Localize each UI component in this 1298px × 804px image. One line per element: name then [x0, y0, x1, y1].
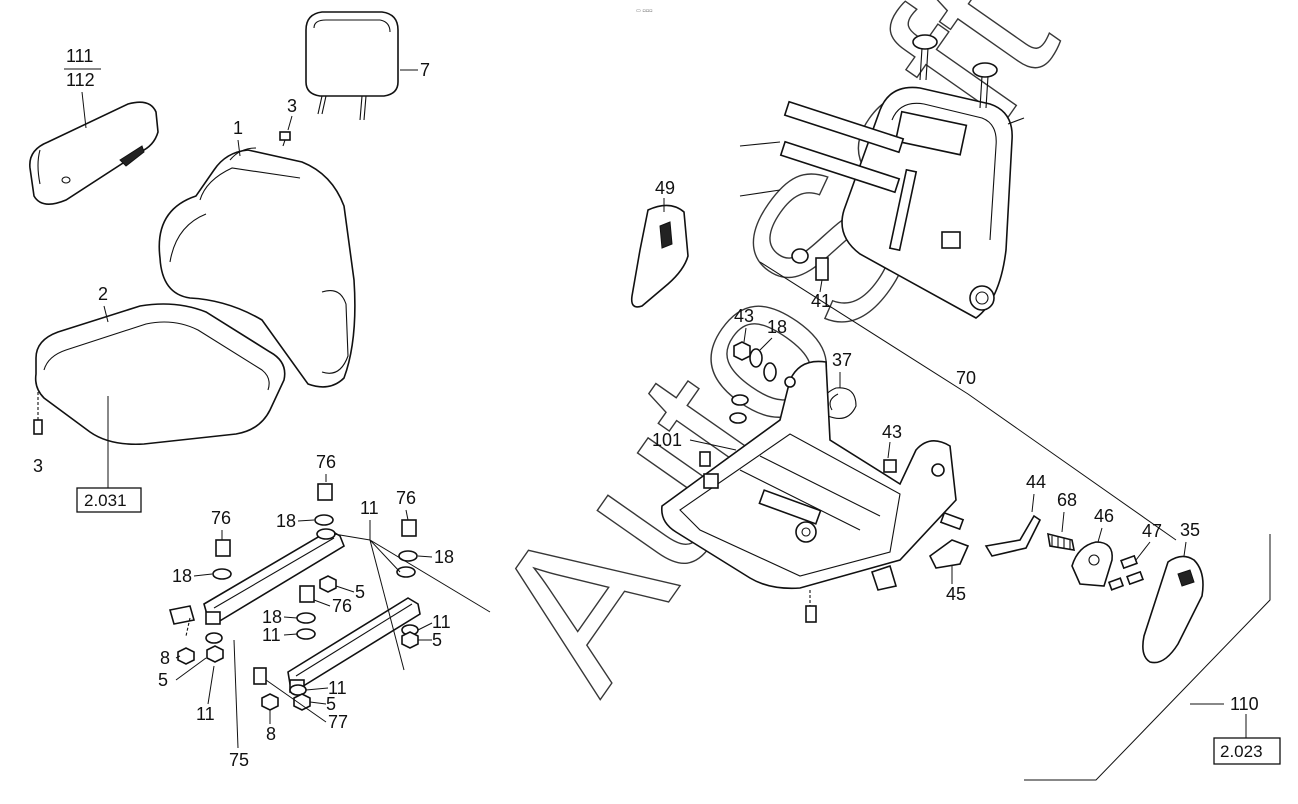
ref-2023: 2.023: [1220, 742, 1263, 761]
label-8-a: 8: [160, 648, 170, 668]
backrest-part: [158, 147, 356, 388]
label-11-a: 11: [360, 498, 379, 518]
label-49: 49: [655, 178, 675, 198]
leader-70: [759, 261, 1177, 541]
leader-68: [1061, 511, 1065, 533]
cushion-part: [34, 303, 286, 446]
headrest-guide-parts: [912, 34, 998, 109]
washer-parts: [205, 514, 419, 696]
corner-mark: ▭ ▫▫▫: [636, 8, 652, 14]
label-43-top: 43: [734, 306, 754, 326]
side-cover-left-part: [630, 204, 689, 308]
label-110: 110: [1230, 694, 1259, 714]
label-11-c: 11: [432, 612, 451, 632]
handle-45-part: [928, 539, 970, 569]
label-3-bottom: 3: [33, 456, 43, 476]
spring-68-part: [1047, 532, 1076, 551]
label-44: 44: [1026, 472, 1046, 492]
leader-47: [1135, 541, 1151, 561]
label-18-a: 18: [276, 511, 296, 531]
label-11-e: 11: [196, 704, 215, 724]
label-46: 46: [1094, 506, 1114, 526]
seat-rail-left: [168, 529, 345, 637]
nut-parts: [177, 575, 419, 711]
label-77: 77: [328, 712, 348, 732]
label-45: 45: [946, 584, 966, 604]
headrest-part: [305, 11, 399, 121]
label-7: 7: [420, 60, 430, 80]
label-43-mid: 43: [882, 422, 902, 442]
label-11-b: 11: [262, 625, 281, 645]
screw-47-parts: [1107, 554, 1144, 591]
disc-46-part: [1071, 541, 1113, 587]
side-cover-right-part: [1142, 555, 1204, 664]
leader-18-top: [759, 337, 773, 351]
label-5-d: 5: [158, 670, 168, 690]
label-18-c: 18: [434, 547, 454, 567]
label-5-c: 5: [326, 694, 336, 714]
label-76-c: 76: [396, 488, 416, 508]
leader-35: [1183, 541, 1187, 557]
armrest-part: [29, 101, 159, 205]
screw-top-part: [279, 131, 291, 147]
leader-3-top: [287, 115, 293, 131]
rail-leaders: [175, 474, 491, 749]
label-18-top: 18: [767, 317, 787, 337]
leader-41: [819, 279, 823, 293]
leader-43-top: [743, 327, 747, 343]
label-18-b: 18: [172, 566, 192, 586]
screw-bottom-part: [33, 392, 43, 435]
label-35: 35: [1180, 520, 1200, 540]
label-2: 2: [98, 284, 108, 304]
seat-frame-part: [660, 360, 965, 623]
leader-2: [103, 305, 109, 323]
label-75: 75: [229, 750, 249, 770]
label-76-a: 76: [316, 452, 336, 472]
label-76-d: 76: [332, 596, 352, 616]
label-101: 101: [652, 430, 682, 450]
label-5-a: 5: [355, 582, 365, 602]
ref-box-left: [76, 487, 142, 513]
label-112: 112: [66, 70, 95, 90]
leader-111: [81, 91, 87, 129]
ref-2031: 2.031: [84, 491, 127, 510]
label-70: 70: [956, 368, 976, 388]
ref-box-right: [1213, 737, 1281, 765]
label-111: 111: [66, 46, 93, 66]
leader-46: [1097, 527, 1103, 543]
label-68: 68: [1057, 490, 1077, 510]
label-76-b: 76: [211, 508, 231, 528]
label-8-b: 8: [266, 724, 276, 744]
leader-1: [237, 139, 241, 157]
lever-44-part: [984, 514, 1042, 557]
leader-101: [689, 439, 737, 451]
label-47: 47: [1142, 521, 1162, 541]
label-3-top: 3: [287, 96, 297, 116]
nut-washer-top-parts: [729, 341, 777, 424]
bolt-76-parts: [215, 483, 417, 603]
label-11-d: 11: [328, 678, 347, 698]
label-5-b: 5: [432, 630, 442, 650]
label-18-d: 18: [262, 607, 282, 627]
back-frame-part: [739, 86, 1025, 319]
label-37: 37: [832, 350, 852, 370]
label-1: 1: [233, 118, 243, 138]
leader-43-mid: [887, 441, 891, 459]
leader-110-frame: [1024, 534, 1271, 781]
leader-44: [1031, 493, 1035, 513]
